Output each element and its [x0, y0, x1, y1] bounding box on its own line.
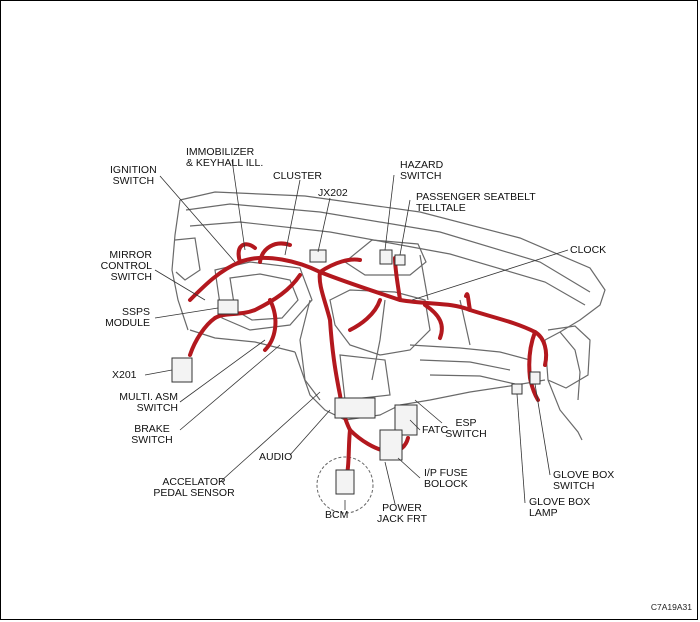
bcm-detail-circle — [316, 456, 374, 514]
label-cluster: CLUSTER — [273, 170, 323, 182]
dashboard-frame — [171, 191, 606, 441]
wiring-harness — [188, 241, 549, 487]
glove-box-switch — [529, 371, 541, 385]
x201-connector — [171, 357, 193, 383]
ip-fuse-box — [379, 429, 403, 461]
figure-code: C7A19A31 — [650, 602, 692, 612]
bcm-box — [335, 469, 355, 495]
label-audio: AUDIO — [259, 451, 293, 463]
label-clock: CLOCK — [570, 244, 607, 256]
components — [171, 249, 541, 495]
jx202-connector — [309, 249, 327, 263]
seatbelt-telltale-box — [394, 254, 406, 266]
label-jx202: JX202 — [318, 187, 348, 199]
ssps-module-box — [217, 299, 239, 315]
label-fatc: FATC — [422, 424, 449, 436]
hazard-switch-box — [379, 249, 393, 265]
label-x201: X201 — [112, 369, 137, 381]
glove-box-lamp — [511, 383, 523, 395]
audio-unit — [334, 397, 376, 419]
fatc-unit — [394, 404, 418, 436]
label-bcm: BCM — [325, 509, 349, 521]
label-immobilizer: IMMOBILIZER& KEYHALL ILL. — [186, 146, 264, 169]
leader-lines — [144, 159, 569, 510]
